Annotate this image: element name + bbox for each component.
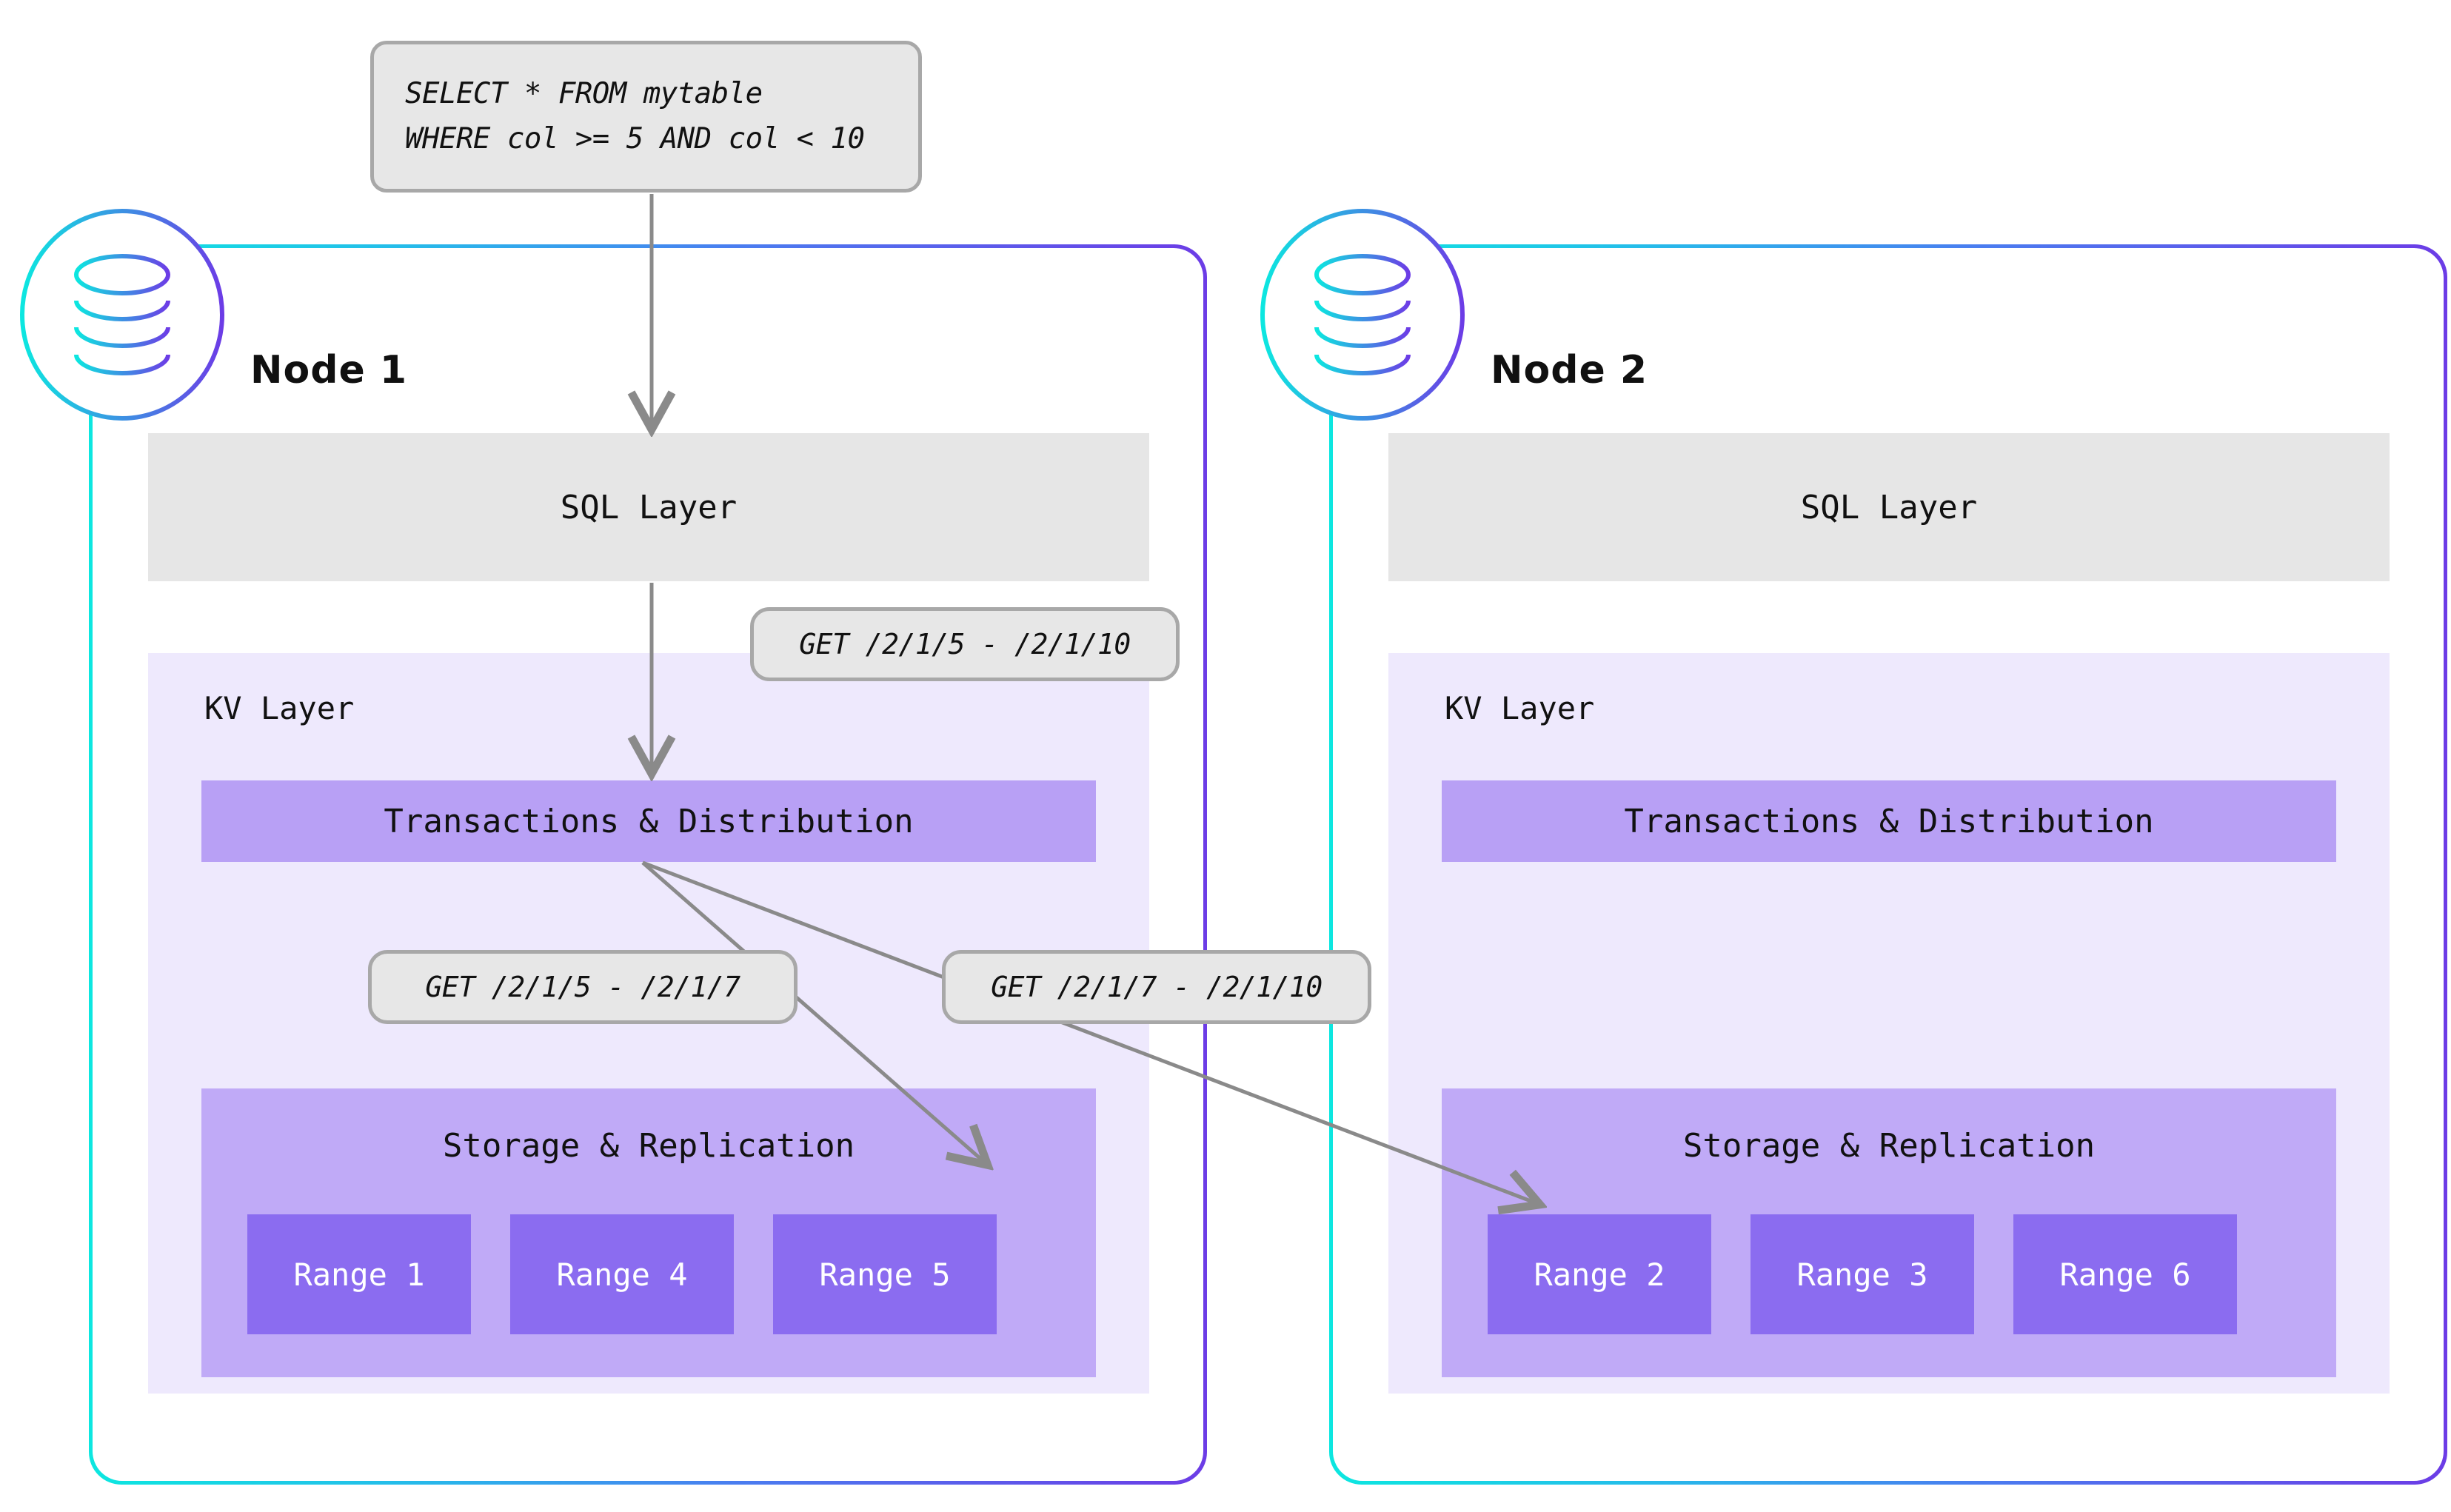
node-1-sql-layer-label: SQL Layer bbox=[560, 488, 738, 526]
node-2-transactions-label: Transactions & Distribution bbox=[1624, 802, 2154, 840]
range-box[interactable]: Range 1 bbox=[247, 1214, 471, 1334]
node-2-kv-layer: KV Layer Transactions & Distribution Sto… bbox=[1388, 653, 2390, 1394]
sql-query-callout: SELECT * FROM mytable WHERE col >= 5 AND… bbox=[370, 41, 922, 193]
range-box[interactable]: Range 5 bbox=[773, 1214, 997, 1334]
node-2-title: Node 2 bbox=[1491, 348, 1648, 392]
node-panel-1: SQL Layer KV Layer Transactions & Distri… bbox=[20, 209, 1207, 1485]
node-1-storage-box: Storage & Replication Range 1 Range 4 Ra… bbox=[201, 1088, 1096, 1377]
node-1-title: Node 1 bbox=[250, 348, 408, 392]
sql-query-line-2: WHERE col >= 5 AND col < 10 bbox=[405, 121, 865, 155]
sql-query-line-1: SELECT * FROM mytable bbox=[405, 77, 763, 111]
range-box[interactable]: Range 2 bbox=[1488, 1214, 1711, 1334]
range-box[interactable]: Range 3 bbox=[1751, 1214, 1974, 1334]
node-1-sql-layer: SQL Layer bbox=[148, 433, 1149, 581]
database-cylinder-icon bbox=[20, 209, 224, 421]
node-panel-2: SQL Layer KV Layer Transactions & Distri… bbox=[1260, 209, 2447, 1485]
node-2-range-row: Range 2 Range 3 Range 6 bbox=[1488, 1214, 2237, 1334]
range-box[interactable]: Range 4 bbox=[510, 1214, 734, 1334]
get-callout-sql-to-kv: GET /2/1/5 - /2/1/10 bbox=[750, 607, 1180, 681]
get-callout-local-range: GET /2/1/5 - /2/1/7 bbox=[368, 950, 798, 1024]
node-1-range-row: Range 1 Range 4 Range 5 bbox=[247, 1214, 997, 1334]
node-1-transactions-box: Transactions & Distribution bbox=[201, 780, 1096, 862]
node-1-database-icon-badge bbox=[11, 204, 233, 426]
node-1-transactions-label: Transactions & Distribution bbox=[384, 802, 914, 840]
node-1-storage-label: Storage & Replication bbox=[442, 1127, 855, 1165]
node-2-storage-label: Storage & Replication bbox=[1682, 1127, 2096, 1165]
range-box[interactable]: Range 6 bbox=[2013, 1214, 2237, 1334]
node-2-transactions-box: Transactions & Distribution bbox=[1442, 780, 2336, 862]
database-cylinder-icon bbox=[1260, 209, 1465, 421]
node-2-storage-box: Storage & Replication Range 2 Range 3 Ra… bbox=[1442, 1088, 2336, 1377]
node-2-sql-layer-label: SQL Layer bbox=[1800, 488, 1978, 526]
node-2-database-icon-badge bbox=[1251, 204, 1474, 426]
node-2-sql-layer: SQL Layer bbox=[1388, 433, 2390, 581]
get-callout-remote-range: GET /2/1/7 - /2/1/10 bbox=[942, 950, 1371, 1024]
node-1-kv-layer-label: KV Layer bbox=[204, 690, 355, 726]
node-2-kv-layer-label: KV Layer bbox=[1445, 690, 1595, 726]
